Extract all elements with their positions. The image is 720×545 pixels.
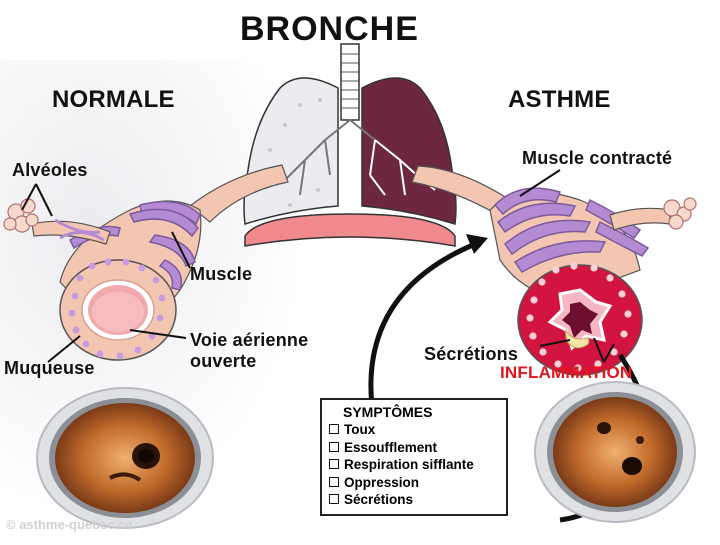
normal-endoscopy-view <box>37 388 213 528</box>
asthma-endoscopy-view <box>535 382 695 522</box>
alveoli-right <box>664 198 696 229</box>
open-airway-label-line2: ouverte <box>190 351 256 372</box>
checkbox-icon <box>329 442 339 452</box>
secretions-label: Sécrétions <box>424 344 518 365</box>
checkbox-icon <box>329 424 339 434</box>
symptom-label: Sécrétions <box>344 492 413 507</box>
checkbox-icon <box>329 459 339 469</box>
checkbox-icon <box>329 477 339 487</box>
symptoms-list: Toux Essoufflement Respiration sifflante… <box>329 421 500 509</box>
inflammation-label: INFLAMMATION <box>500 363 632 383</box>
symptom-label: Essoufflement <box>344 440 437 455</box>
asthma-lung <box>362 78 456 224</box>
page-title: BRONCHE <box>240 10 419 49</box>
muscle-label: Muscle <box>190 264 252 285</box>
symptoms-heading: SYMPTÔMES <box>343 404 500 420</box>
symptom-item: Oppression <box>329 474 500 492</box>
normal-cross-section <box>60 259 176 360</box>
checkbox-icon <box>329 494 339 504</box>
normal-heading: NORMALE <box>52 86 175 114</box>
contracted-muscle-label: Muscle contracté <box>522 148 672 169</box>
symptoms-box: SYMPTÔMES Toux Essoufflement Respiration… <box>320 398 508 516</box>
asthma-heading: ASTHME <box>508 86 611 114</box>
credit-watermark: © asthme-quebec.ca <box>6 517 133 532</box>
alveoles-label: Alvéoles <box>12 160 88 181</box>
symptom-item: Respiration sifflante <box>329 456 500 474</box>
symptom-label: Oppression <box>344 475 419 490</box>
trachea <box>341 44 359 120</box>
symptom-item: Toux <box>329 421 500 439</box>
open-airway-label-line1: Voie aérienne <box>190 330 308 351</box>
symptom-item: Essoufflement <box>329 439 500 457</box>
mucosa-label: Muqueuse <box>4 358 95 379</box>
symptom-label: Toux <box>344 422 375 437</box>
symptom-item: Sécrétions <box>329 491 500 509</box>
symptom-label: Respiration sifflante <box>344 457 474 472</box>
